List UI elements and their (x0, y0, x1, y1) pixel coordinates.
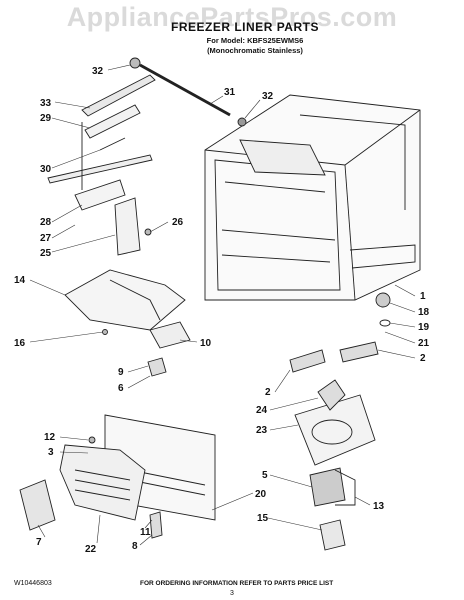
callout-label: 30 (40, 164, 52, 175)
callout-label: 22 (85, 544, 97, 555)
doc-number: W10446803 (14, 580, 52, 587)
callout-label: 5 (262, 470, 268, 481)
callout-label: 2 (265, 387, 271, 398)
gear-mid (237, 117, 247, 127)
fan-blade (317, 379, 346, 411)
variant-line: (Monochromatic Stainless) (207, 46, 303, 55)
callout-label: 29 (40, 113, 52, 124)
gear-top (129, 57, 141, 69)
callout-label: 1 (420, 291, 426, 302)
part-18 (375, 292, 391, 308)
callout-label: 21 (418, 338, 430, 349)
pad-2b (339, 341, 379, 363)
callout-label: 9 (118, 367, 124, 378)
lamp-socket (147, 357, 167, 377)
callout-label: 15 (257, 513, 269, 524)
bracket (114, 197, 141, 256)
cover (64, 269, 186, 331)
rail-assembly (47, 74, 156, 211)
page-number: 3 (230, 590, 234, 597)
model-info: For Model: KBFS25EWMS6 (Monochromatic St… (160, 36, 350, 56)
callout-label: 31 (224, 87, 236, 98)
model-line: For Model: KBFS25EWMS6 (206, 36, 304, 45)
callout-label: 14 (14, 275, 26, 286)
callout-label: 25 (40, 248, 52, 259)
screw-12 (88, 436, 96, 444)
callout-label: 33 (40, 98, 52, 109)
callout-label: 11 (140, 527, 151, 538)
callout-label: 13 (373, 501, 385, 512)
rod (139, 63, 231, 117)
callout-label: 26 (172, 217, 184, 228)
motor-bracket (334, 469, 356, 506)
callout-label: 24 (256, 405, 268, 416)
clip-16 (102, 329, 108, 335)
screw-26 (144, 228, 152, 236)
callout-label: 3 (48, 447, 54, 458)
callout-label: 32 (262, 91, 274, 102)
freezer-liner (204, 94, 421, 301)
callout-label: 32 (92, 66, 104, 77)
clip-8 (149, 511, 163, 539)
pad (149, 321, 191, 349)
cover-7 (19, 479, 56, 531)
ordering-note: FOR ORDERING INFORMATION REFER TO PARTS … (140, 580, 334, 587)
callout-label: 2 (420, 353, 426, 364)
grille (59, 444, 146, 521)
grommet (319, 519, 346, 551)
motor (309, 467, 346, 507)
callout-labels: 32 31 32 33 29 30 28 27 26 25 14 16 10 9… (14, 66, 430, 555)
callout-label: 8 (132, 541, 138, 552)
callout-label: 7 (36, 537, 42, 548)
part-19 (379, 319, 391, 327)
callout-label: 16 (14, 338, 26, 349)
callout-label: 27 (40, 233, 52, 244)
callout-label: 23 (256, 425, 268, 436)
callout-label: 18 (418, 307, 430, 318)
callout-label: 28 (40, 217, 52, 228)
callout-label: 20 (255, 489, 267, 500)
callout-label: 19 (418, 322, 430, 333)
callout-label: 6 (118, 383, 124, 394)
callout-label: 12 (44, 432, 56, 443)
pad-2a (289, 349, 326, 373)
callout-label: 10 (200, 338, 212, 349)
page-title: FREEZER LINER PARTS (171, 20, 319, 34)
